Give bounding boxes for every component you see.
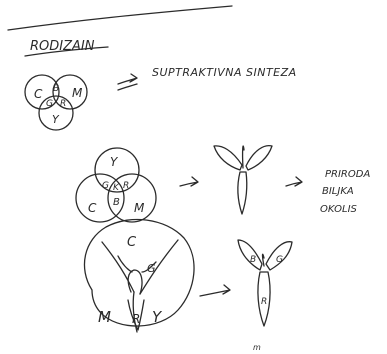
venn-small-label-g: G bbox=[46, 99, 53, 109]
caption-subtractive-synthesis: SUPTRAKTIVNA SINTEZA bbox=[152, 66, 297, 79]
arrow-right-icon bbox=[286, 177, 302, 186]
arrow-right-icon bbox=[118, 74, 137, 90]
arrow-right-icon bbox=[200, 285, 230, 296]
note-line-2: BILJKA bbox=[322, 186, 354, 197]
plant-label-g: G bbox=[276, 255, 283, 265]
venn-medium-label-m: M bbox=[134, 201, 145, 215]
venn-medium: Y G K R C B M bbox=[76, 148, 156, 222]
venn-large-label-r: R bbox=[132, 312, 140, 326]
top-rule-line bbox=[8, 6, 232, 30]
plant-sprout-labeled-icon: B G R bbox=[238, 240, 292, 326]
venn-small: C B M G R Y bbox=[25, 75, 87, 130]
plant-sprout-icon bbox=[214, 146, 272, 214]
plant-label-b: B bbox=[250, 255, 256, 265]
note-line-3: OKOLIS bbox=[320, 204, 358, 215]
venn-large-label-m: M bbox=[98, 308, 111, 326]
venn-small-label-m: M bbox=[72, 86, 83, 100]
venn-large-label-y: Y bbox=[152, 308, 163, 326]
footer-mark: m bbox=[253, 343, 261, 352]
venn-large-label-g: G bbox=[147, 262, 156, 275]
venn-medium-label-r: R bbox=[123, 181, 129, 191]
venn-small-label-c: C bbox=[34, 87, 43, 101]
venn-small-label-y: Y bbox=[52, 113, 60, 126]
arrow-right-icon bbox=[180, 177, 198, 186]
venn-large: C M R Y G bbox=[84, 219, 194, 332]
venn-large-label-c: C bbox=[127, 235, 137, 250]
venn-medium-label-c: C bbox=[88, 201, 97, 215]
note-line-1: PRIRODA bbox=[325, 169, 370, 180]
venn-medium-label-b: B bbox=[113, 197, 120, 208]
venn-medium-label-g: G bbox=[102, 181, 109, 191]
heading-text: RODIZAIN bbox=[30, 39, 95, 54]
plant-label-r: R bbox=[261, 297, 267, 307]
venn-small-label-r: R bbox=[60, 99, 66, 109]
venn-small-label-b: B bbox=[53, 84, 59, 94]
venn-medium-label-y: Y bbox=[110, 155, 119, 169]
